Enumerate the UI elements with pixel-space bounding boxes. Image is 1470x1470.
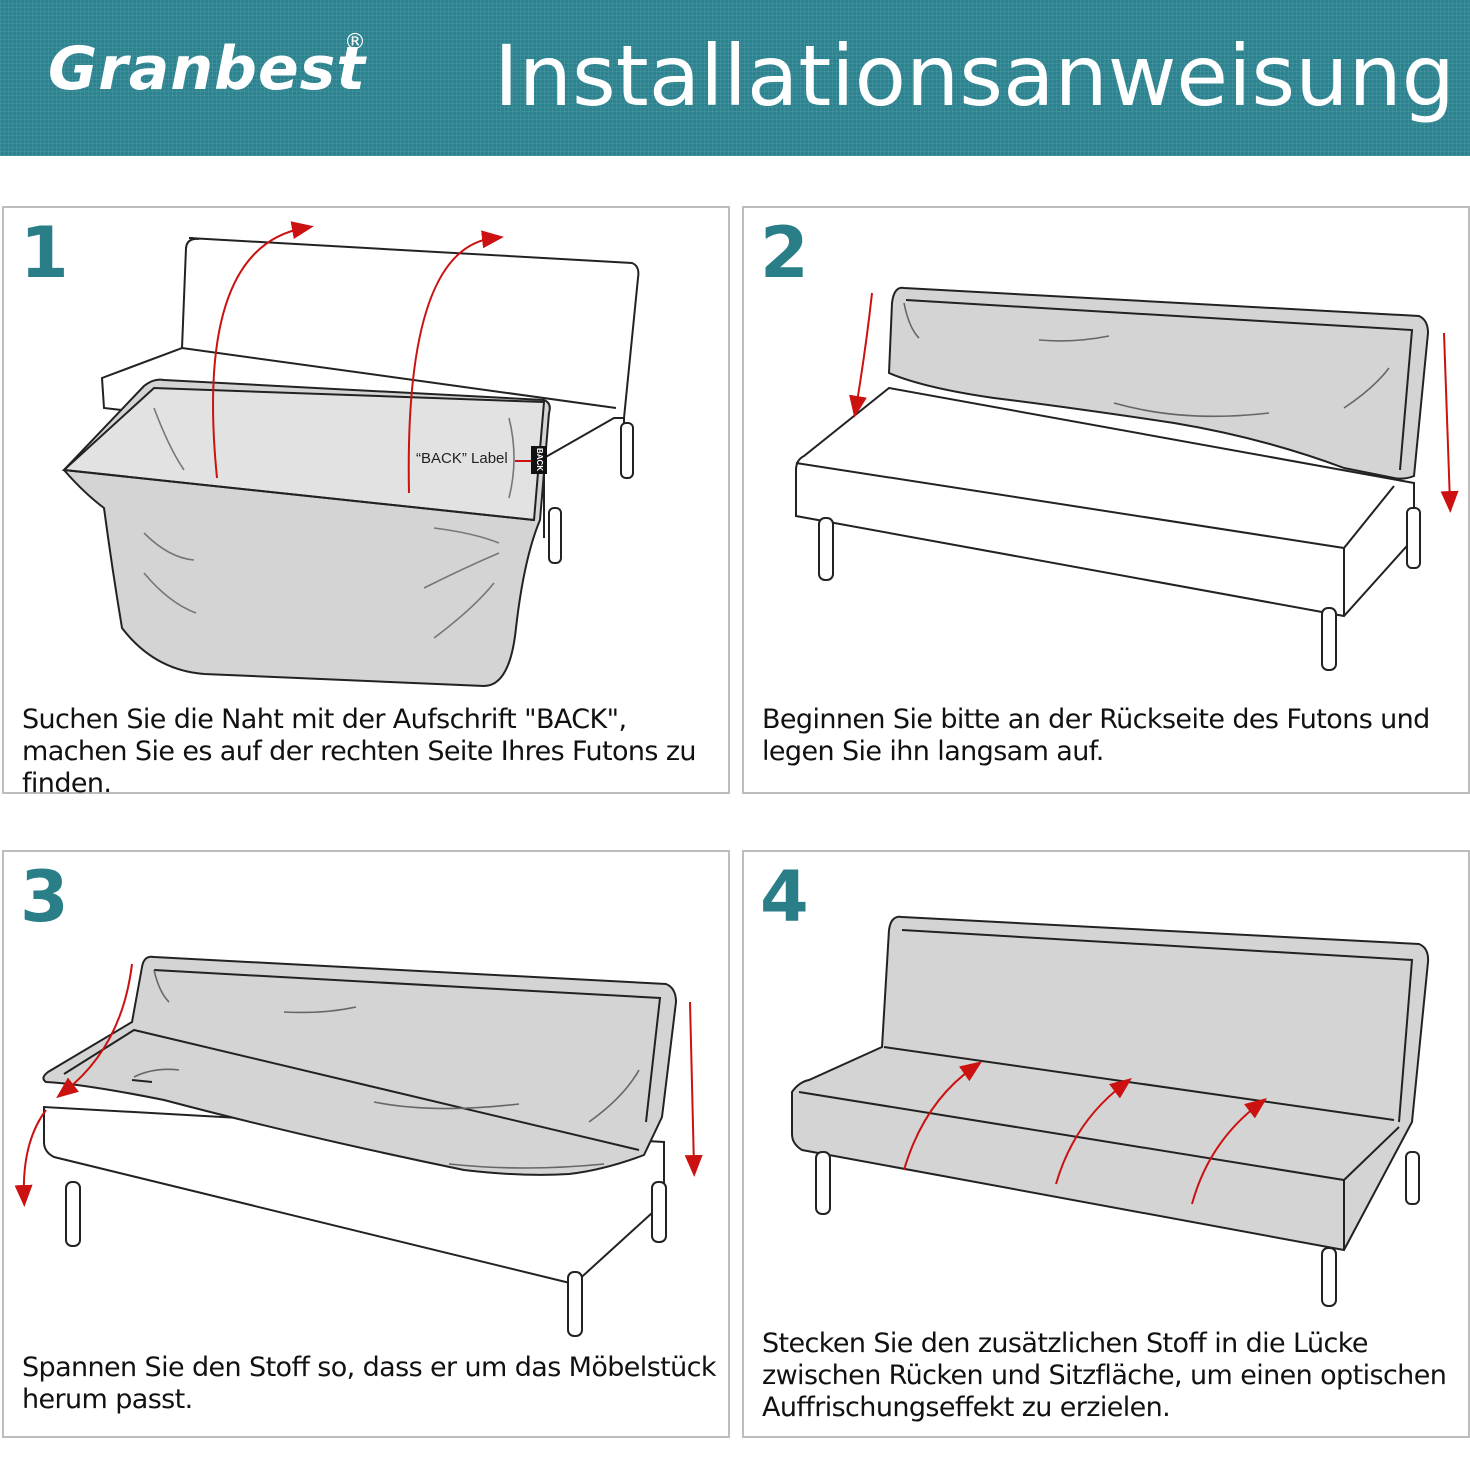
step-panel-2: 2 Beginnen Sie bitte an der Rückseite de…	[742, 206, 1470, 794]
step-caption: Stecken Sie den zusätzlichen Stoff in di…	[762, 1328, 1447, 1423]
brand-logo: Granbest	[48, 34, 367, 104]
step-3-illustration	[14, 955, 703, 1337]
back-tag: BACK	[531, 446, 547, 474]
step-number: 1	[20, 212, 69, 294]
back-label-callout: “BACK” Label	[416, 450, 508, 467]
page-title: Installationsanweisung	[494, 27, 1455, 125]
step-number: 4	[760, 856, 809, 938]
step-1-illustration	[61, 221, 640, 688]
step-panel-3: 3 Spannen Sie den Stoff so, dass er um d…	[2, 850, 730, 1438]
registered-mark: ®	[344, 30, 366, 55]
header-banner: Granbest ® Installationsanweisung	[0, 0, 1470, 156]
step-number: 3	[20, 856, 69, 938]
step-caption: Spannen Sie den Stoff so, dass er um das…	[22, 1352, 717, 1415]
step-caption: Beginnen Sie bitte an der Rückseite des …	[762, 704, 1430, 767]
step-panel-4: 4 Stecken Sie den zusätzlichen Stoff in …	[742, 850, 1470, 1438]
step-caption: Suchen Sie die Naht mit der Aufschrift "…	[22, 704, 697, 799]
step-panel-1: 1 “BACK” Label BACK Suchen Sie die Naht …	[2, 206, 730, 799]
step-number: 2	[760, 212, 809, 294]
step-2-illustration	[795, 286, 1459, 671]
step-4-illustration	[791, 915, 1430, 1307]
